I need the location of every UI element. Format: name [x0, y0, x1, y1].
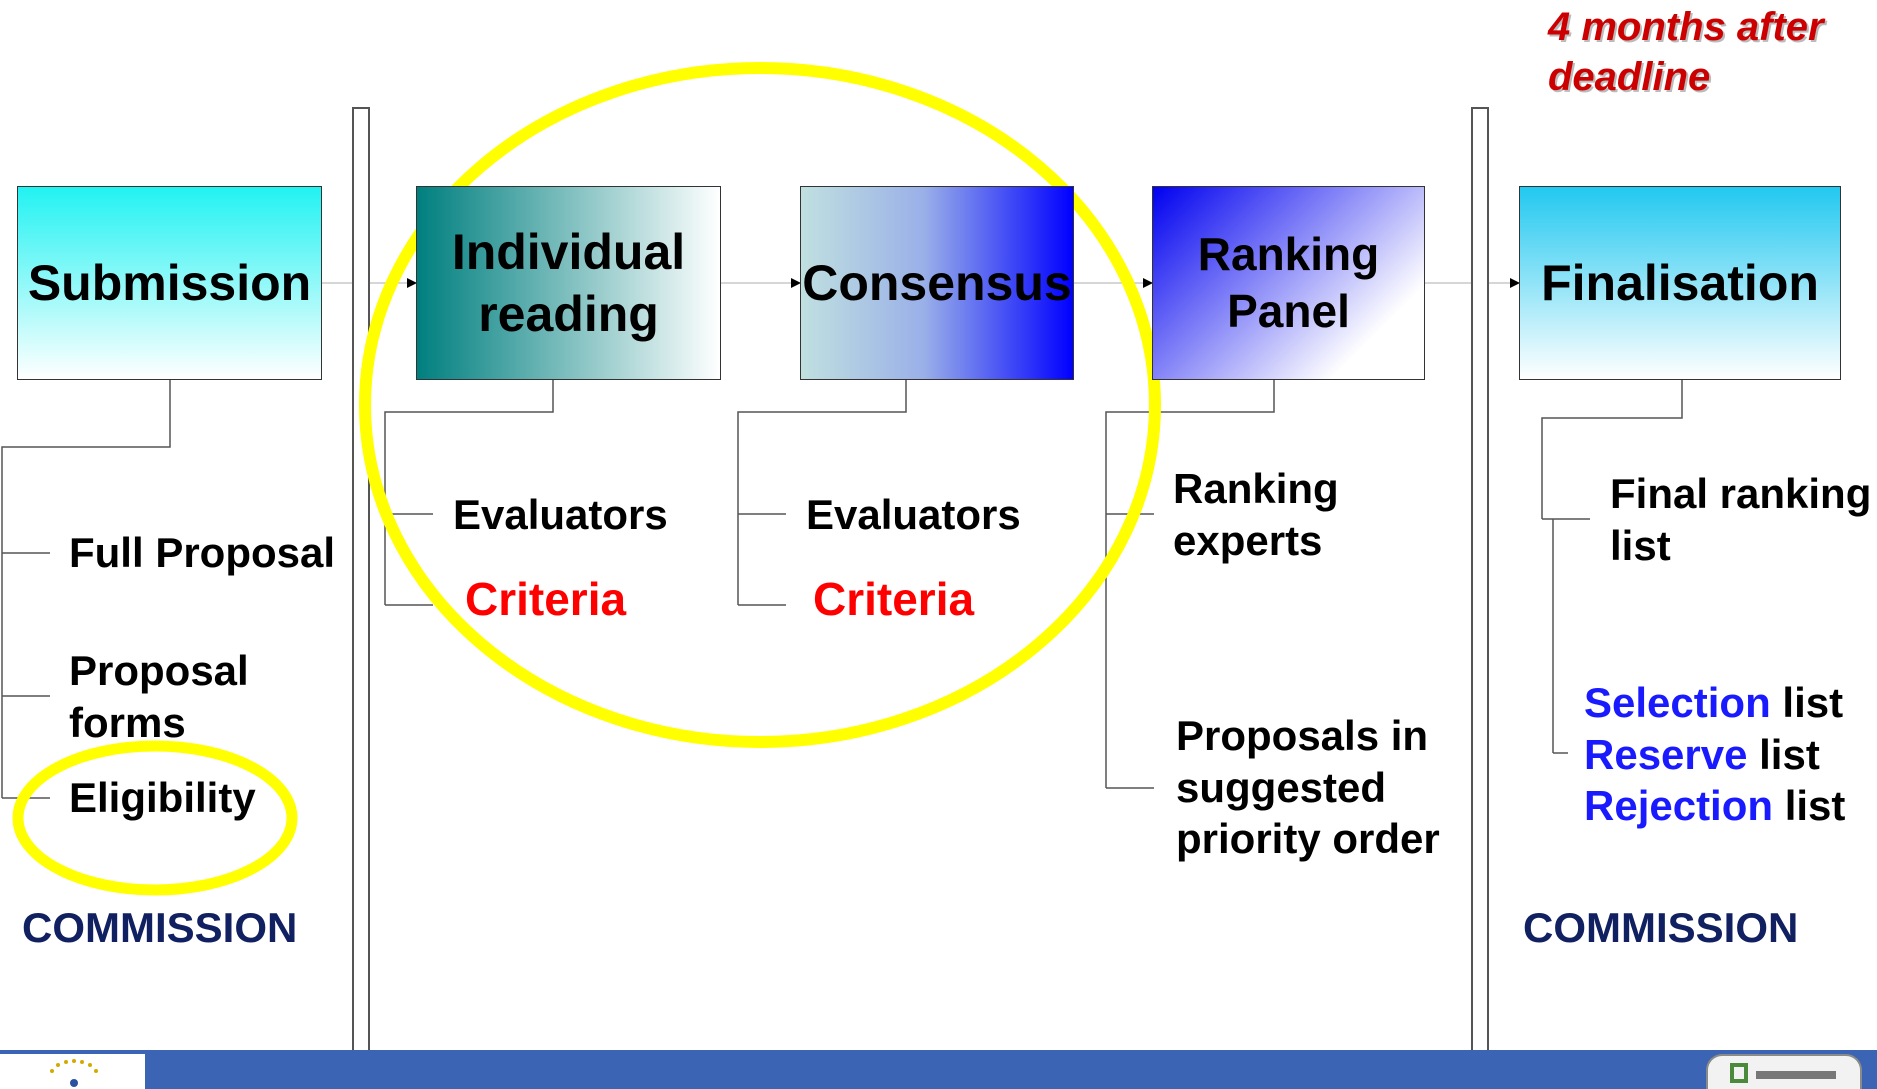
highlight-ellipse-evaluation — [359, 62, 1161, 748]
partner-logo — [1706, 1054, 1862, 1089]
item-proposals-priority: Proposals in suggested priority order — [1176, 710, 1440, 865]
item-rejection-list: Rejection list — [1584, 780, 1845, 832]
deadline-note: 4 months after deadline — [1548, 2, 1824, 102]
partner-logo-icon — [1730, 1062, 1836, 1083]
reserve-label: Reserve — [1584, 730, 1748, 778]
stage-submission: Submission — [17, 186, 322, 380]
deadline-note-line1: 4 months after — [1548, 5, 1824, 49]
phase-divider-left — [352, 107, 370, 1089]
rejection-label: Rejection — [1584, 782, 1774, 830]
item-eligibility: Eligibility — [69, 774, 256, 821]
item-proposal-forms-line1: Proposal — [69, 647, 249, 694]
stage-ranking-label-line2: Panel — [1227, 285, 1350, 337]
stage-finalisation: Finalisation — [1519, 186, 1841, 380]
item-proposals-priority-line1: Proposals in — [1176, 712, 1429, 759]
selection-list-word: list — [1782, 679, 1844, 726]
item-ranking-experts-line1: Ranking — [1173, 465, 1339, 512]
rejection-list-word: list — [1784, 782, 1846, 830]
item-proposal-forms: Proposal forms — [69, 645, 249, 748]
eu-stars-icon — [49, 1058, 98, 1087]
item-proposal-forms-line2: forms — [69, 698, 186, 746]
stage-submission-label: Submission — [27, 254, 312, 311]
deadline-note-line2: deadline — [1548, 55, 1711, 99]
stage-individual-label-line1: Individual — [451, 223, 686, 280]
stage-ranking-label-line1: Ranking — [1197, 227, 1380, 280]
item-full-proposal: Full Proposal — [69, 529, 336, 576]
stage-ranking-panel: Ranking Panel — [1152, 186, 1425, 380]
selection-label: Selection — [1584, 679, 1771, 726]
owner-commission-left: COMMISSION — [22, 904, 298, 951]
item-consensus-criteria: Criteria — [813, 573, 975, 625]
reserve-list-word: list — [1759, 730, 1820, 778]
tree-lines — [1, 380, 1683, 799]
item-final-ranking-list-line1: Final ranking — [1610, 470, 1872, 517]
item-consensus-evaluators: Evaluators — [806, 491, 1021, 538]
item-reserve-list: Reserve list — [1584, 729, 1845, 781]
item-final-ranking-list: Final ranking list — [1610, 468, 1871, 571]
item-ranking-experts: Ranking experts — [1173, 463, 1339, 566]
item-selection-list: Selection list — [1584, 677, 1845, 729]
stage-consensus: Consensus — [800, 186, 1074, 380]
item-proposals-priority-line3: priority order — [1176, 815, 1440, 863]
eu-logo — [0, 1054, 145, 1089]
footer-bar — [0, 1050, 1877, 1089]
stage-individual-label-line2: reading — [478, 286, 659, 342]
item-proposals-priority-line2: suggested — [1176, 763, 1387, 811]
item-individual-criteria: Criteria — [465, 573, 627, 625]
stage-consensus-label: Consensus — [802, 254, 1072, 311]
item-result-lists: Selection list Reserve list Rejection li… — [1584, 677, 1845, 832]
stage-individual-reading: Individual reading — [416, 186, 721, 380]
phase-divider-right — [1471, 107, 1489, 1089]
highlight-ellipse-eligibility — [12, 740, 298, 896]
item-final-ranking-list-line2: list — [1610, 521, 1671, 569]
item-ranking-experts-line2: experts — [1173, 516, 1323, 564]
item-individual-evaluators: Evaluators — [453, 491, 668, 538]
owner-commission-right: COMMISSION — [1523, 904, 1799, 951]
stage-finalisation-label: Finalisation — [1541, 254, 1819, 311]
